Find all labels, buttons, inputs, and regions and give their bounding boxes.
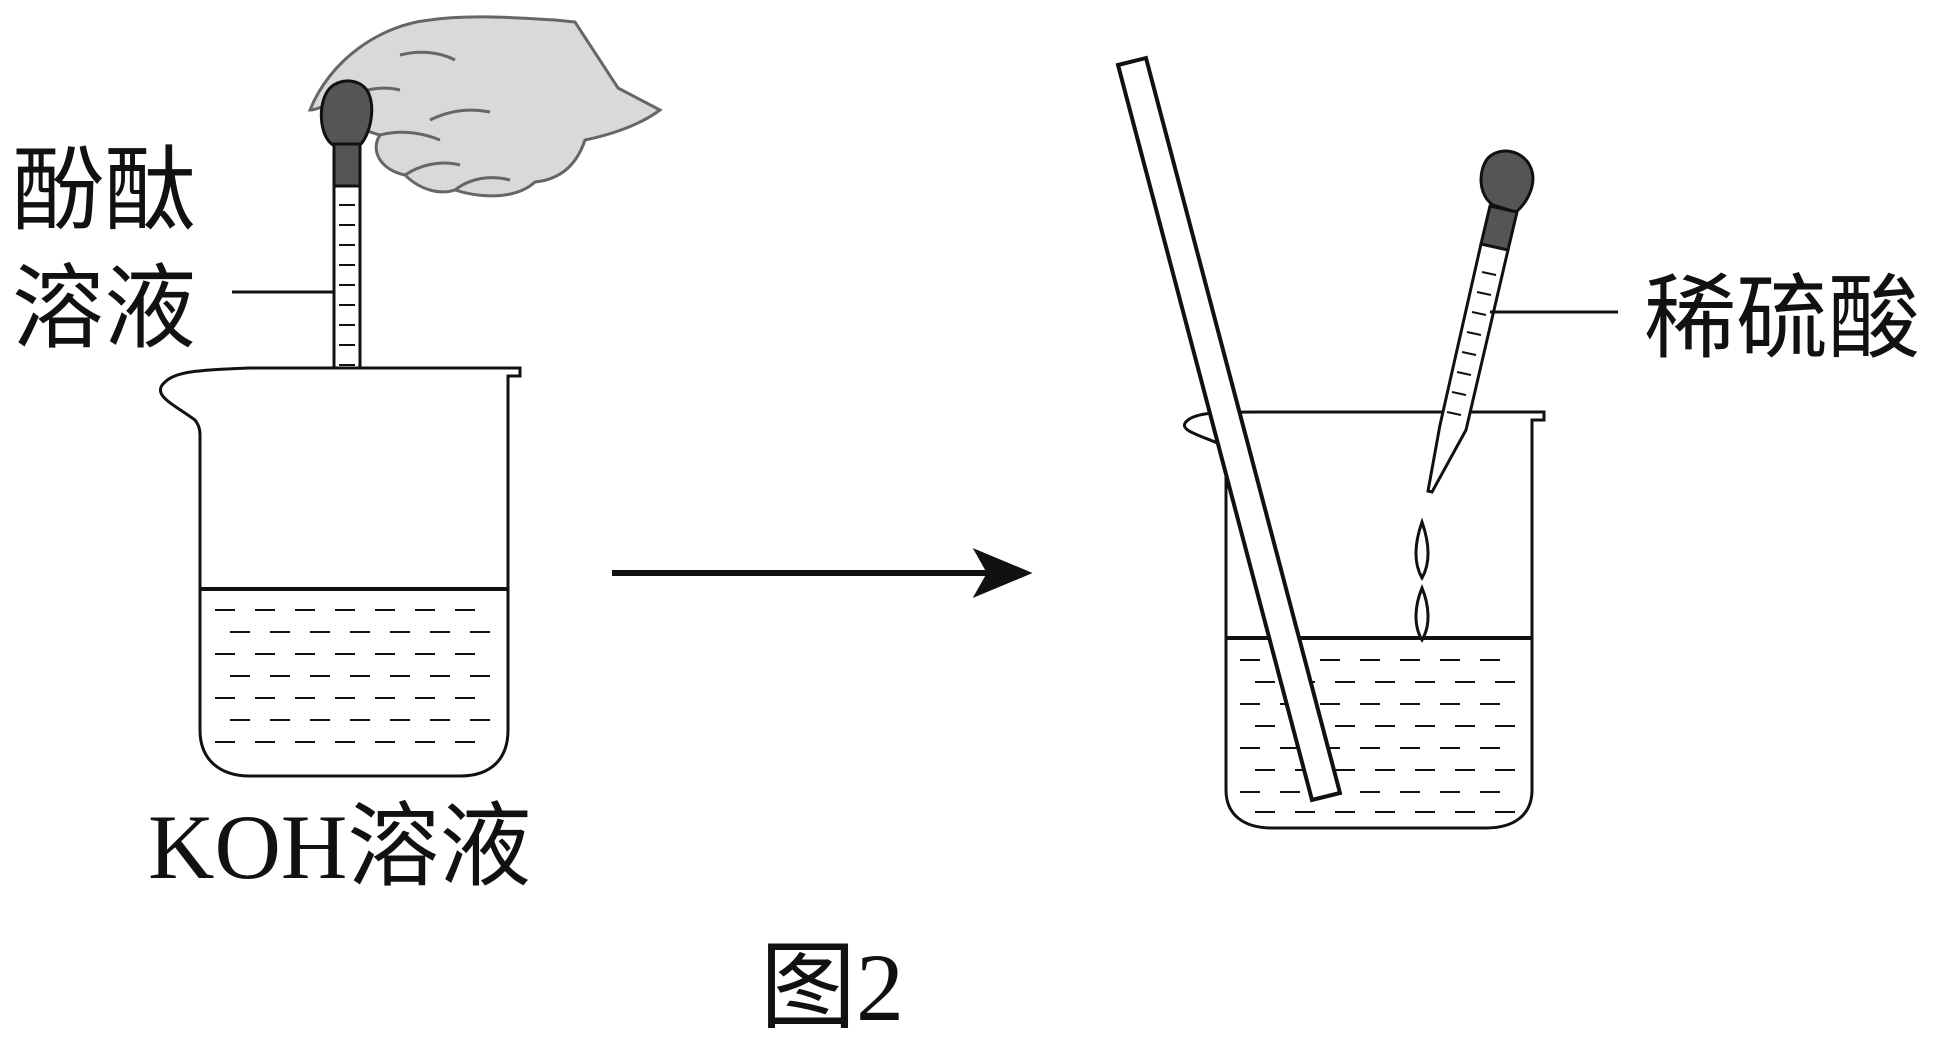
dropper-collar (332, 142, 362, 188)
drop-right-2 (1414, 584, 1430, 643)
process-arrow (612, 547, 1033, 599)
label-phenolphthalein-line2: 溶液 (12, 258, 196, 360)
dropper-bulb-right (1479, 149, 1535, 214)
label-dilute-sulfuric-acid: 稀硫酸 (1644, 268, 1920, 370)
dropper-liquid-left (339, 204, 355, 366)
left-setup: 酚酞 溶液 KOH溶液 (12, 15, 663, 898)
dropper-collar-right (1479, 204, 1519, 252)
label-koh-solution: KOH溶液 (148, 796, 531, 898)
dropper-right (1426, 149, 1535, 494)
liquid-hatching-left (215, 609, 490, 743)
glass-rod (1115, 55, 1343, 803)
beaker-left (158, 366, 522, 778)
figure-caption: 图2 (760, 934, 904, 1037)
right-setup: 稀硫酸 (1115, 55, 1920, 830)
liquid-hatching-right (1240, 659, 1515, 813)
hand-icon (307, 15, 663, 198)
label-phenolphthalein-line1: 酚酞 (12, 140, 196, 242)
dropper-tube-right (1426, 242, 1510, 494)
dropper-bulb (319, 79, 374, 147)
drop-right-1 (1414, 517, 1430, 582)
